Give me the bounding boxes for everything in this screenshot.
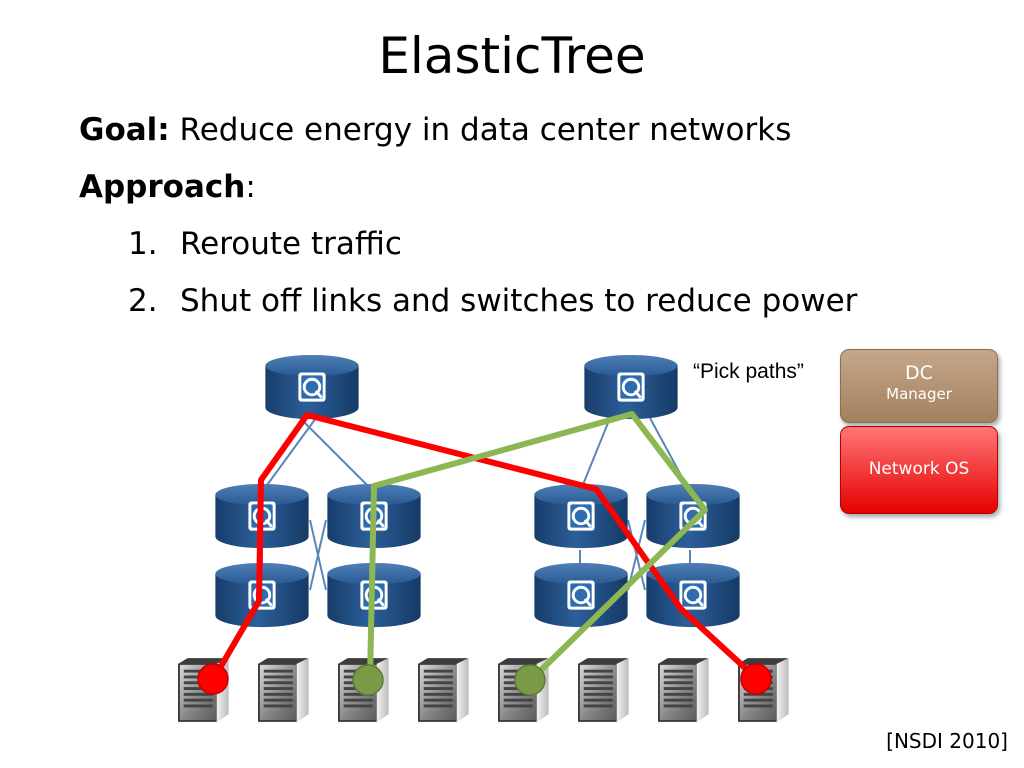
step-1-text: Reroute traffic <box>180 226 402 262</box>
goal-text: Reduce energy in data center networks <box>169 112 792 148</box>
green-endpoint-left <box>352 664 384 696</box>
step-1: 1. Reroute traffic <box>128 225 402 263</box>
green-endpoint-right <box>514 664 546 696</box>
approach-line: Approach: <box>79 168 256 206</box>
dc-manager-line1: DC <box>905 362 933 384</box>
citation: [NSDI 2010] <box>886 729 1008 753</box>
pick-paths-label: “Pick paths” <box>693 360 804 383</box>
goal-line: Goal: Reduce energy in data center netwo… <box>79 111 791 149</box>
server-4 <box>418 658 469 722</box>
approach-colon: : <box>245 169 256 205</box>
step-2-number: 2. <box>128 283 158 319</box>
step-2: 2. Shut off links and switches to reduce … <box>128 282 857 320</box>
step-1-number: 1. <box>128 226 158 262</box>
dc-manager-box: DC Manager <box>840 349 998 423</box>
approach-label: Approach <box>79 169 246 205</box>
network-os-label: Network OS <box>868 459 970 479</box>
green-path <box>367 411 708 683</box>
red-path <box>210 412 759 682</box>
slide-title: ElasticTree <box>378 27 646 85</box>
edge-switch-3 <box>532 562 630 629</box>
dc-manager-line2: Manager <box>886 385 952 403</box>
core-switch-right <box>582 354 680 421</box>
server-2 <box>258 658 309 722</box>
server-6 <box>578 658 629 722</box>
goal-label: Goal: <box>79 112 170 148</box>
step-2-text: Shut off links and switches to reduce po… <box>180 283 858 319</box>
network-os-box: Network OS <box>840 426 998 514</box>
red-endpoint-right <box>740 663 772 695</box>
core-switch-left <box>263 354 361 421</box>
red-endpoint-left <box>197 663 229 695</box>
server-7 <box>658 658 709 722</box>
